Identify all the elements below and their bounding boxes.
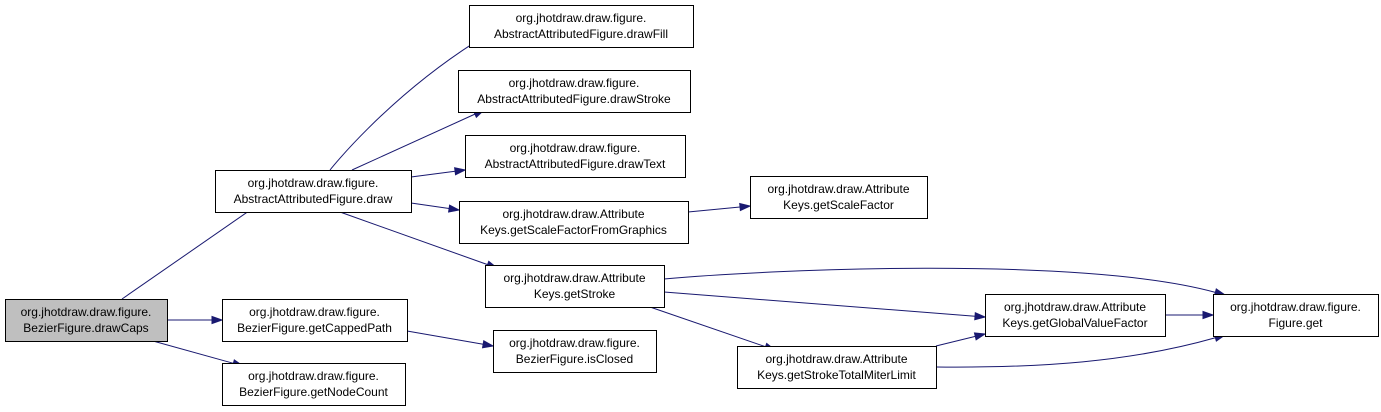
node-box <box>737 346 937 389</box>
node-getScaleFactor[interactable]: org.jhotdraw.draw.AttributeKeys.getScale… <box>750 176 928 219</box>
node-label-line2: Keys.getStroke <box>534 287 616 301</box>
node-box <box>1213 294 1379 337</box>
node-label-line1: org.jhotdraw.draw.figure. <box>1230 300 1361 314</box>
edge-line <box>935 335 976 347</box>
arrowhead <box>973 332 987 341</box>
node-isClosed[interactable]: org.jhotdraw.draw.figure. BezierFigure.is… <box>493 330 657 373</box>
node-label-line1: org.jhotdraw.draw.figure. <box>21 305 152 319</box>
node-box <box>459 201 689 244</box>
node-label-line2: BezierFigure.drawCaps <box>23 321 148 335</box>
node-label-line2: Keys.getScaleFactorFromGraphics <box>480 223 667 237</box>
edge-line <box>410 202 450 210</box>
edge-line <box>329 41 475 171</box>
arrowhead <box>974 311 987 321</box>
node-figureGet[interactable]: org.jhotdraw.draw.figure. Figure.get <box>1213 294 1379 337</box>
node-box <box>458 70 691 113</box>
node-box <box>469 5 694 48</box>
node-box <box>493 330 657 373</box>
edge-draw-to-getScaleFactorFromGraphics <box>410 202 461 213</box>
node-label-line1: org.jhotdraw.draw.figure. <box>248 369 379 383</box>
node-label-line1: org.jhotdraw.draw.figure. <box>248 176 379 190</box>
node-box <box>485 265 665 308</box>
edge-line <box>339 211 488 266</box>
edge-line <box>649 306 766 348</box>
node-label-line2: Keys.getGlobalValueFactor <box>1002 316 1147 330</box>
edge-draw-to-drawStroke <box>351 109 486 171</box>
node-getScaleFactorFromGraphics[interactable]: org.jhotdraw.draw.AttributeKeys.getScale… <box>459 201 689 244</box>
edge-getCappedPath-to-isClosed <box>406 330 495 349</box>
edge-line <box>406 330 484 345</box>
edge-line <box>663 267 1216 293</box>
node-label-line1: org.jhotdraw.draw.figure. <box>516 11 647 25</box>
edge-line <box>152 340 234 364</box>
node-box <box>222 363 406 406</box>
edge-line <box>410 170 456 178</box>
edge-getStroke-to-getGlobalValueFactor <box>663 291 987 321</box>
node-label-line1: org.jhotdraw.draw.Attribute <box>1004 300 1146 314</box>
node-label-line1: org.jhotdraw.draw.Attribute <box>502 207 644 221</box>
arrowhead <box>739 202 752 212</box>
node-layer: org.jhotdraw.draw.figure. BezierFigure.dr… <box>5 5 1379 406</box>
node-label-line2: AbstractAttributedFigure.drawText <box>485 157 666 171</box>
edge-getStroke-to-figureGet <box>663 267 1227 297</box>
arrowhead <box>454 167 467 176</box>
node-label-line2: BezierFigure.getNodeCount <box>239 385 388 399</box>
node-box <box>985 294 1166 337</box>
node-drawText[interactable]: org.jhotdraw.draw.figure. AbstractAttribu… <box>465 135 686 178</box>
node-label-line2: AbstractAttributedFigure.drawFill <box>494 27 668 41</box>
node-label-line1: org.jhotdraw.draw.Attribute <box>767 182 909 196</box>
node-label-line2: Figure.get <box>1268 316 1323 330</box>
node-getStrokeTotalMiterLimit[interactable]: org.jhotdraw.draw.AttributeKeys.getStrok… <box>737 346 937 389</box>
edge-getStrokeTotalMiterLimit-to-getGlobalValueFactor <box>935 332 987 347</box>
edge-line <box>687 206 741 213</box>
node-label-line1: org.jhotdraw.draw.Attribute <box>503 271 645 285</box>
edge-line <box>121 200 265 300</box>
edge-draw-to-drawText <box>410 167 467 178</box>
arrowhead <box>448 204 461 213</box>
node-label-line2: Keys.getStrokeTotalMiterLimit <box>757 368 916 382</box>
node-label-line2: AbstractAttributedFigure.drawStroke <box>477 92 671 106</box>
edge-line <box>663 291 976 317</box>
edge-line <box>935 337 1216 368</box>
node-getCappedPath[interactable]: org.jhotdraw.draw.figure. BezierFigure.ge… <box>222 299 408 342</box>
node-draw[interactable]: org.jhotdraw.draw.figure. AbstractAttribu… <box>215 170 412 213</box>
node-box <box>215 170 412 213</box>
node-label-line1: org.jhotdraw.draw.figure. <box>509 336 640 350</box>
edge-getStrokeTotalMiterLimit-to-figureGet <box>935 333 1227 368</box>
node-drawCaps[interactable]: org.jhotdraw.draw.figure. BezierFigure.dr… <box>5 299 168 342</box>
node-getGlobalValueFactor[interactable]: org.jhotdraw.draw.AttributeKeys.getGloba… <box>985 294 1166 337</box>
node-label-line1: org.jhotdraw.draw.figure. <box>510 141 641 155</box>
edge-line <box>351 113 476 171</box>
node-box <box>222 299 408 342</box>
node-box <box>5 299 168 342</box>
node-label-line1: org.jhotdraw.draw.figure. <box>509 76 640 90</box>
node-label-line2: BezierFigure.getCappedPath <box>237 321 392 335</box>
node-getStroke[interactable]: org.jhotdraw.draw.AttributeKeys.getStrok… <box>485 265 665 308</box>
node-label-line1: org.jhotdraw.draw.figure. <box>249 305 380 319</box>
edge-drawCaps-to-getCappedPath <box>167 315 224 325</box>
edge-getScaleFactorFromGraphics-to-getScaleFactor <box>687 202 752 213</box>
edge-getStroke-to-getStrokeTotalMiterLimit <box>649 306 777 351</box>
node-label-line2: Keys.getScaleFactor <box>783 198 894 212</box>
node-label-line2: BezierFigure.isClosed <box>516 352 633 366</box>
node-label-line1: org.jhotdraw.draw.Attribute <box>765 352 907 366</box>
node-box <box>465 135 686 178</box>
edge-getGlobalValueFactor-to-figureGet <box>1165 310 1215 320</box>
node-label-line2: AbstractAttributedFigure.draw <box>234 192 393 206</box>
edge-drawCaps-to-getNodeCount <box>152 340 245 368</box>
node-drawStroke[interactable]: org.jhotdraw.draw.figure. AbstractAttribu… <box>458 70 691 113</box>
arrowhead <box>1202 310 1215 320</box>
arrowhead <box>481 340 495 349</box>
node-box <box>750 176 928 219</box>
node-getNodeCount[interactable]: org.jhotdraw.draw.figure. BezierFigure.ge… <box>222 363 406 406</box>
arrowhead <box>211 315 224 325</box>
node-drawFill[interactable]: org.jhotdraw.draw.figure. AbstractAttribu… <box>469 5 694 48</box>
